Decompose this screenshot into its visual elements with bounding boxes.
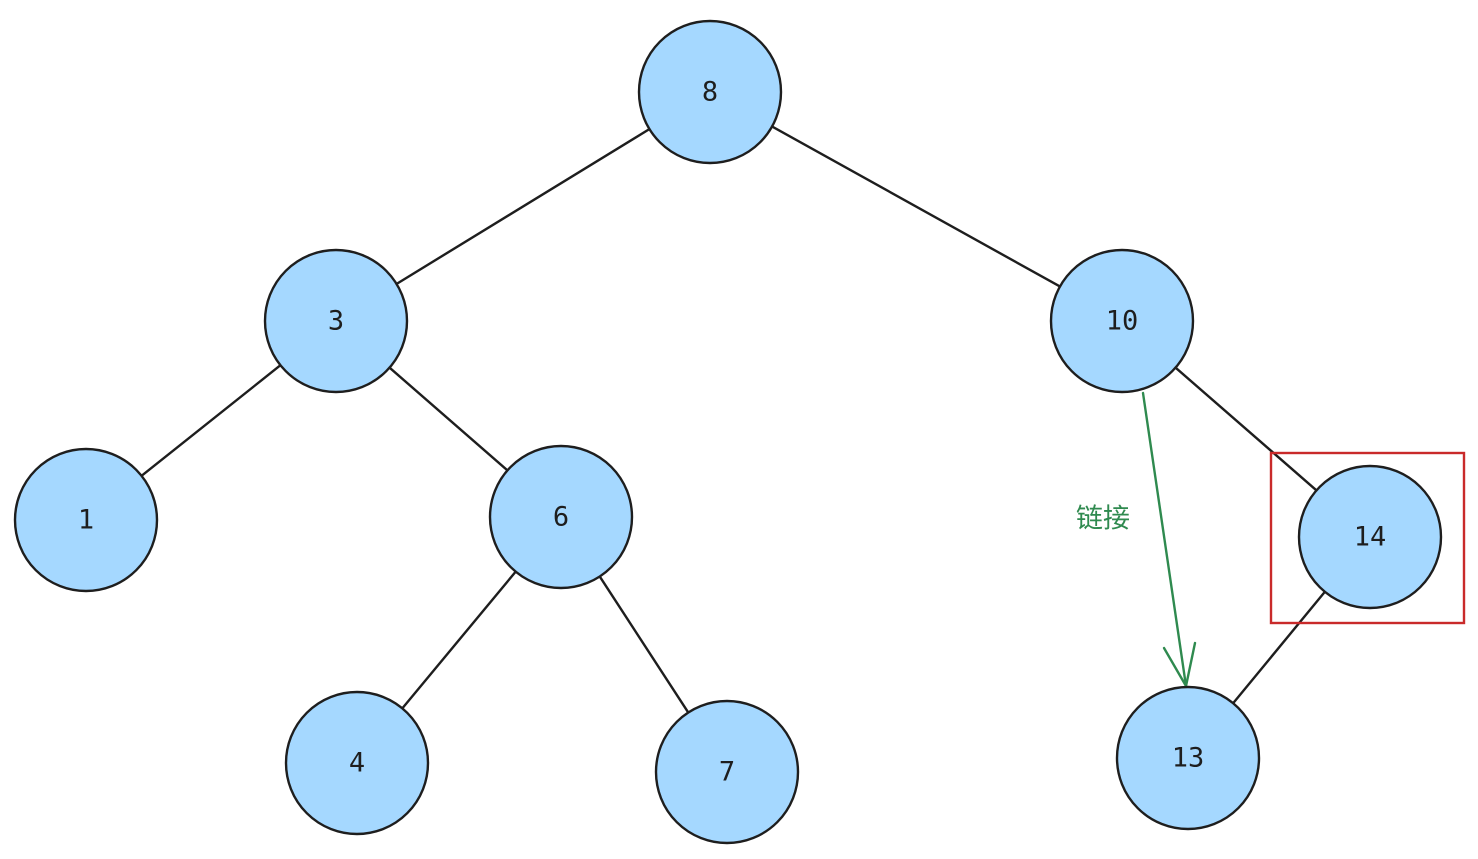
- node-circle: [13, 447, 159, 593]
- edge-n8-n10: [769, 124, 1063, 289]
- node-label: 13: [1172, 743, 1205, 774]
- node-label: 10: [1106, 306, 1139, 337]
- tree-node-4: 4: [284, 690, 430, 836]
- node-label: 14: [1354, 522, 1387, 553]
- edge-n14-n13: [1230, 589, 1328, 706]
- edge-n10-n14: [1172, 365, 1320, 493]
- node-label: 3: [328, 306, 344, 337]
- tree-node-7: 7: [654, 699, 800, 845]
- tree-node-10: 10: [1049, 248, 1195, 394]
- edge-n8-n3: [393, 126, 653, 287]
- highlight-box: [1269, 451, 1466, 625]
- edge-n3-n1: [138, 362, 284, 479]
- edge-n3-n6: [386, 365, 511, 473]
- tree-edges: [138, 124, 1328, 716]
- node-circle: [637, 19, 783, 165]
- link-annotation: 链接: [1076, 391, 1197, 688]
- node-circle: [488, 444, 634, 590]
- tree-node-3: 3: [263, 248, 409, 394]
- node-label: 4: [349, 748, 365, 779]
- node-label: 6: [553, 502, 569, 533]
- link-label: 链接: [1076, 504, 1130, 535]
- node-circle: [263, 248, 409, 394]
- edge-n6-n7: [597, 573, 691, 716]
- node-circle: [284, 690, 430, 836]
- node-circle: [1297, 464, 1443, 610]
- node-circle: [654, 699, 800, 845]
- tree-node-8: 8: [637, 19, 783, 165]
- edge-n6-n4: [399, 568, 519, 712]
- node-circle: [1115, 685, 1261, 831]
- tree-nodes: 8 3 10 1 6 14 4 7 13: [13, 19, 1443, 845]
- tree-node-6: 6: [488, 444, 634, 590]
- tree-node-1: 1: [13, 447, 159, 593]
- node-label: 8: [702, 77, 718, 108]
- tree-node-14: 14: [1297, 464, 1443, 610]
- link-arrow-line: [1141, 391, 1188, 688]
- node-circle: [1049, 248, 1195, 394]
- node-label: 1: [78, 505, 94, 536]
- tree-node-13: 13: [1115, 685, 1261, 831]
- node-label: 7: [719, 757, 735, 788]
